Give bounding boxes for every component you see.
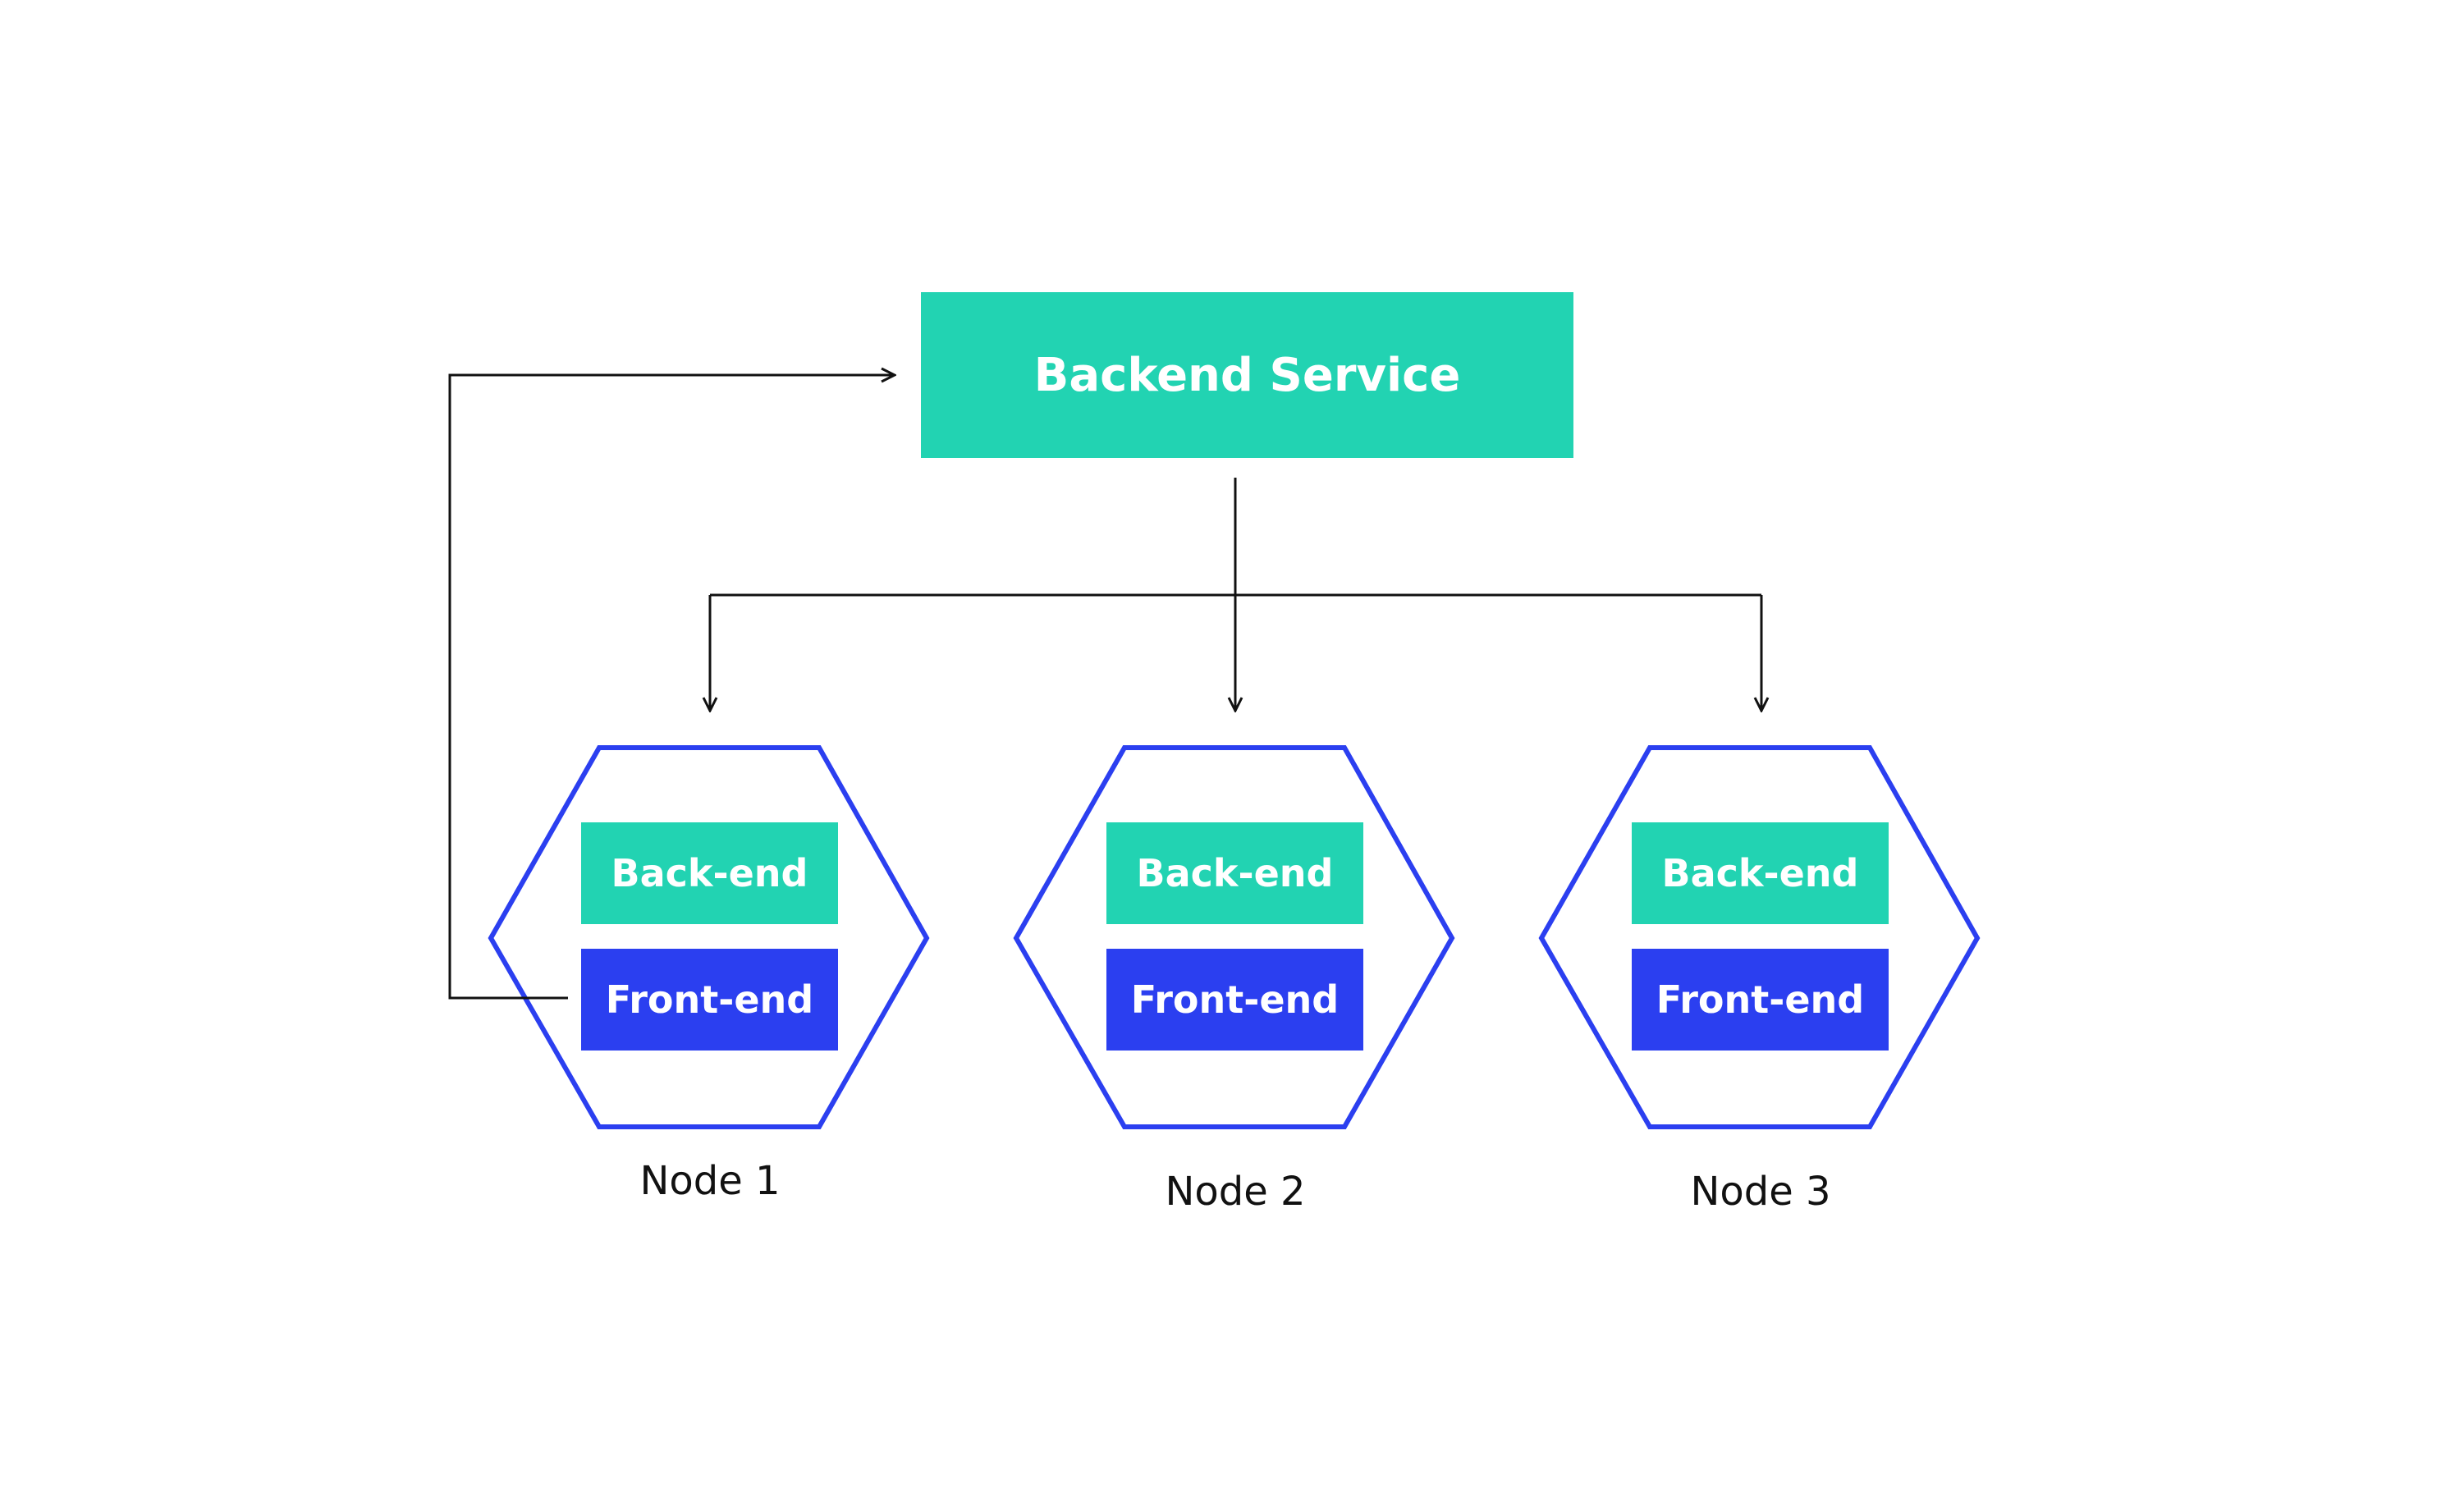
node-3-frontend-box: Front-end bbox=[1632, 949, 1889, 1051]
node-2-hexagon bbox=[1013, 745, 1455, 1129]
node-1-frontend-box: Front-end bbox=[581, 949, 838, 1051]
backend-service-box: Backend Service bbox=[921, 292, 1573, 458]
node-1-hexagon bbox=[488, 745, 930, 1129]
node-2-label: Node 2 bbox=[1165, 1169, 1306, 1215]
node-3-hexagon bbox=[1538, 745, 1981, 1129]
node-1-label: Node 1 bbox=[639, 1158, 781, 1204]
node-3-label: Node 3 bbox=[1690, 1169, 1831, 1215]
frontend-to-service-arrow bbox=[448, 375, 895, 1000]
node-1-backend-box: Back-end bbox=[581, 822, 838, 924]
node-2-backend-box: Back-end bbox=[1106, 822, 1363, 924]
node-2-frontend-box: Front-end bbox=[1106, 949, 1363, 1051]
node-3-backend-box: Back-end bbox=[1632, 822, 1889, 924]
